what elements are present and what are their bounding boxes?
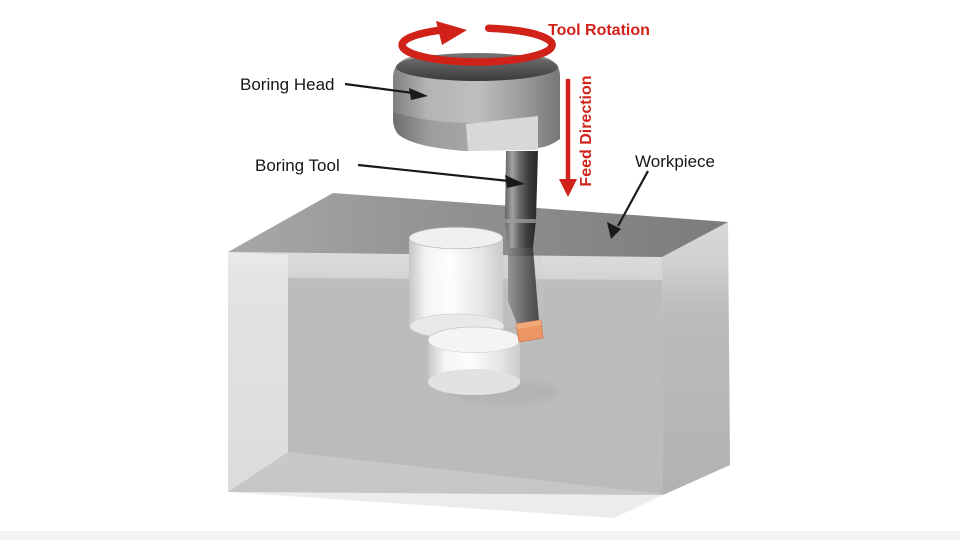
tool-rotation-arrow	[398, 21, 556, 66]
bore-lower-rim	[427, 326, 521, 354]
shaft-collar-rim	[505, 219, 536, 223]
workpiece-left-highlight	[228, 252, 288, 492]
bore-upper-cylinder	[409, 238, 503, 338]
workpiece-top-face	[228, 193, 728, 257]
boring-head-label: Boring Head	[240, 75, 335, 94]
shaft-lower	[508, 248, 539, 324]
feed-direction-arrow	[559, 79, 577, 197]
head-notch-face	[466, 116, 538, 151]
boring-tool-shaft	[503, 151, 546, 343]
cutting-insert-highlight	[516, 320, 542, 329]
boring-tool-arrow-line	[357, 163, 510, 183]
bottom-strip	[0, 531, 960, 540]
rotation-ellipse-arc	[398, 24, 556, 66]
shaft-upper	[505, 151, 538, 219]
workpiece-arrow-line	[617, 170, 649, 227]
callout-arrowheads	[409, 88, 621, 239]
bored-hole	[408, 226, 560, 404]
boring-tool-label: Boring Tool	[255, 156, 340, 175]
rotation-arrowhead	[436, 21, 467, 45]
shaft-translucency-wash	[503, 256, 546, 324]
boring-head-arrowhead	[409, 88, 428, 100]
bore-top-rim	[408, 226, 504, 250]
boring-head-body	[393, 53, 560, 151]
shaft-collar	[505, 219, 536, 248]
workpiece-label: Workpiece	[635, 152, 715, 171]
bore-lower-bottom	[428, 369, 520, 395]
feed-direction-label: Feed Direction	[578, 75, 595, 186]
boring-head-arrow-line	[344, 82, 414, 95]
feed-arrowhead	[559, 179, 577, 197]
workpiece-block	[228, 193, 730, 518]
workpiece-arrowhead	[607, 222, 621, 239]
tool-rotation-label: Tool Rotation	[548, 22, 650, 39]
callout-arrows	[344, 82, 649, 227]
boring-tool-arrowhead	[505, 175, 525, 188]
workpiece-right-face	[662, 222, 730, 495]
